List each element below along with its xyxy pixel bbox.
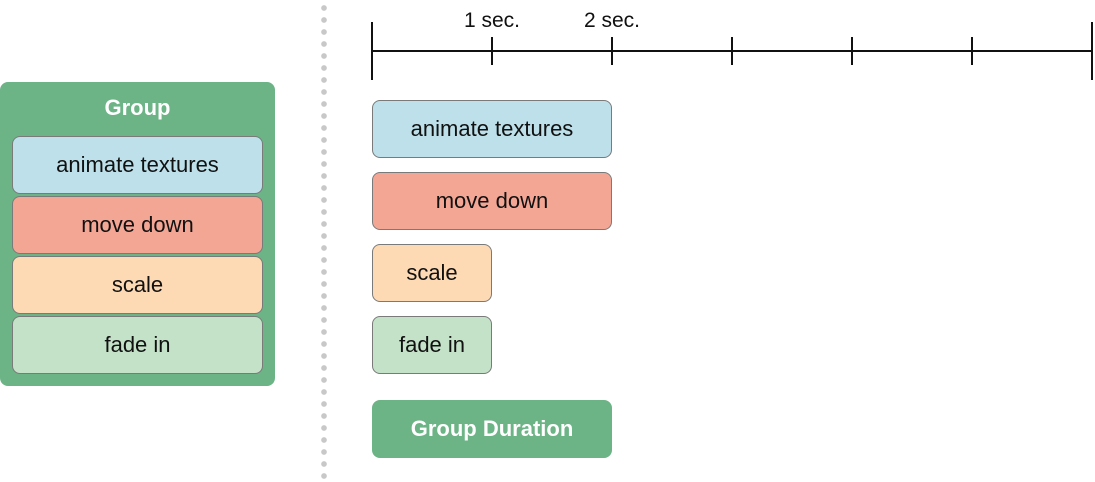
tick-label-2-sec: 2 sec.: [584, 9, 640, 32]
bar-animate-textures: animate textures: [372, 100, 612, 158]
group-item-fade-in: fade in: [12, 316, 263, 374]
group-item-animate-textures: animate textures: [12, 136, 263, 194]
dotted-divider: [321, 0, 327, 482]
bar-move-down: move down: [372, 172, 612, 230]
timeline-ruler: 1 sec. 2 sec.: [371, 9, 1093, 80]
bar-scale: scale: [372, 244, 492, 302]
group-title: Group: [104, 95, 171, 120]
group-duration-bar: Group Duration: [372, 400, 612, 458]
group-item-scale: scale: [12, 256, 263, 314]
group-panel: Group animate textures move down scale f…: [0, 82, 275, 386]
group-item-move-down: move down: [12, 196, 263, 254]
bar-fade-in: fade in: [372, 316, 492, 374]
tick-label-1-sec: 1 sec.: [464, 9, 520, 32]
